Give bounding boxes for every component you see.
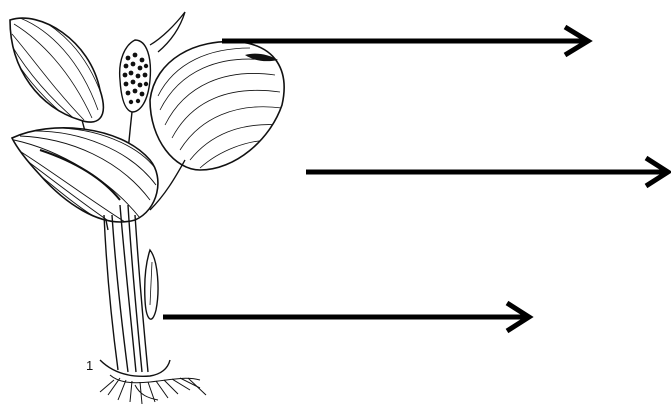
roots: [100, 375, 206, 404]
arrow-to-leaf: [306, 158, 668, 186]
arrow-to-spathe: [222, 27, 588, 55]
spathe-bract: [150, 42, 284, 210]
plant-illustration-icon: [10, 12, 284, 404]
large-lower-leaf: [12, 128, 158, 222]
plate-number: 1: [86, 358, 93, 373]
arrow-to-stem: [163, 303, 529, 331]
petioles-stems: [100, 205, 170, 376]
